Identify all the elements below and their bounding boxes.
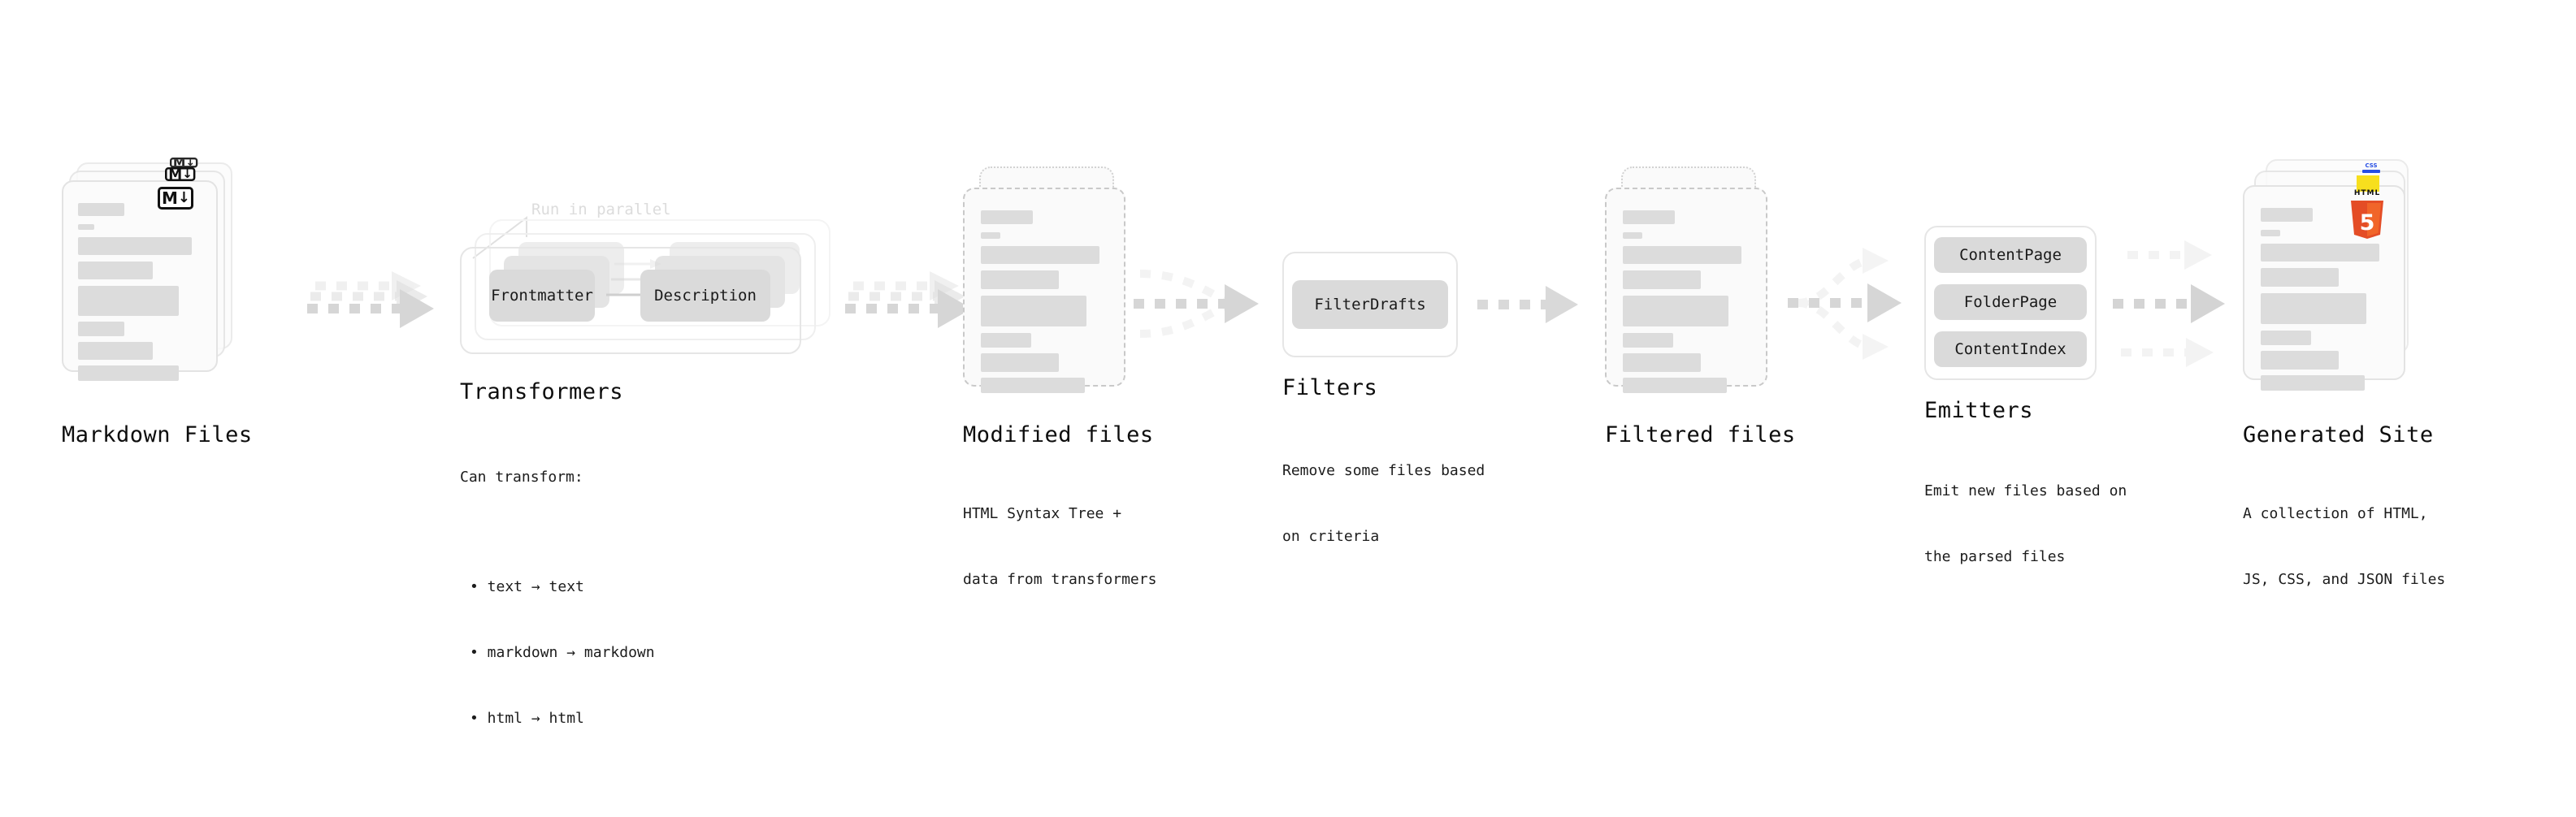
generated-site-subtitle: A collection of HTML, JS, CSS, and JSON … xyxy=(2243,459,2445,634)
transform-item-text: • text → text xyxy=(470,578,584,595)
arrow-modified-to-filters xyxy=(1134,270,1259,338)
markdown-badge-letter-front: M xyxy=(162,188,178,208)
filtered-files-title: Filtered files xyxy=(1605,422,1796,447)
transformers-subtitle-heading: Can transform: xyxy=(460,469,583,486)
emitters-chip-contentpage[interactable]: ContentPage xyxy=(1934,237,2087,273)
html5-badge: HTML 5 xyxy=(2344,190,2390,240)
markdown-badge-letter: M xyxy=(172,158,186,168)
markdown-badge-mid: M↓ xyxy=(165,167,196,181)
markdown-badge-letter-mid: M xyxy=(168,167,182,181)
transformers-title: Transformers xyxy=(460,379,624,404)
emitters-chip-contentindex[interactable]: ContentIndex xyxy=(1934,331,2087,367)
generated-site-subtitle-line-1: A collection of HTML, xyxy=(2243,505,2428,522)
transformer-box-mid xyxy=(475,233,816,340)
arrow-md-to-transformers xyxy=(307,271,434,328)
arrow-filtered-to-emitters xyxy=(1788,248,1902,360)
emitters-subtitle-line-2: the parsed files xyxy=(1924,548,2066,565)
svg-text:5: 5 xyxy=(2360,210,2375,236)
transformer-chip-description[interactable]: Description xyxy=(640,270,770,322)
markdown-card-front xyxy=(62,180,218,381)
transform-item-markdown: • markdown → markdown xyxy=(470,644,655,661)
filters-subtitle: Remove some files based on criteria xyxy=(1282,416,1485,591)
markdown-badge-arrow-mid: ↓ xyxy=(182,167,193,181)
filters-subtitle-line-1: Remove some files based xyxy=(1282,462,1485,479)
emitters-title: Emitters xyxy=(1924,398,2034,423)
arrow-transformers-to-modified xyxy=(845,271,972,328)
markdown-badge-back: M↓ xyxy=(170,158,198,168)
modified-card-front xyxy=(963,188,1125,393)
generated-site-card-stack: CSS HTML 5 xyxy=(2243,159,2422,395)
arrow-emitters-to-site xyxy=(2113,240,2225,367)
transformer-chip-frontmatter[interactable]: Frontmatter xyxy=(489,270,595,322)
emitters-group-box xyxy=(1924,226,2097,380)
run-in-parallel-label: Run in parallel xyxy=(531,201,671,218)
markdown-badge-arrow-front: ↓ xyxy=(177,189,190,206)
html5-badge-wordmark: HTML xyxy=(2353,189,2381,197)
modified-files-title: Modified files xyxy=(963,422,1154,447)
emitters-subtitle-line-1: Emit new files based on xyxy=(1924,482,2127,499)
transformer-box-front xyxy=(460,247,801,354)
filtered-card-front xyxy=(1605,188,1767,393)
filtered-files-card-stack xyxy=(1605,166,1784,394)
modified-files-subtitle: HTML Syntax Tree + data from transformer… xyxy=(963,459,1156,634)
modified-files-subtitle-line-1: HTML Syntax Tree + xyxy=(963,505,1122,522)
emitters-chip-folderpage[interactable]: FolderPage xyxy=(1934,284,2087,320)
modified-files-card-stack xyxy=(963,166,1142,394)
filters-group-box xyxy=(1282,252,1458,357)
filters-title: Filters xyxy=(1282,375,1378,400)
arrow-filters-to-filtered xyxy=(1477,286,1578,323)
transform-item-html: • html → html xyxy=(470,710,584,727)
generated-skeleton-lines xyxy=(2244,187,2404,391)
emitters-subtitle: Emit new files based on the parsed files xyxy=(1924,436,2127,612)
markdown-files-title: Markdown Files xyxy=(62,422,253,447)
filters-chip-filterdrafts[interactable]: FilterDrafts xyxy=(1292,280,1448,329)
transformers-group: Frontmatter Description xyxy=(460,219,842,365)
filtered-skeleton-lines xyxy=(1607,189,1766,393)
run-in-parallel-leader xyxy=(472,215,527,259)
transformers-transform-list: • text → text • markdown → markdown • ht… xyxy=(460,532,655,773)
generated-site-title: Generated Site xyxy=(2243,422,2434,447)
markdown-badge-arrow: ↓ xyxy=(185,158,195,168)
css3-badge: CSS xyxy=(2362,163,2380,173)
js-badge xyxy=(2357,175,2379,192)
diagram-canvas: M↓ M↓ M↓ Markdown Files Run in parallel xyxy=(62,158,2445,727)
markdown-files-card-stack: M↓ M↓ M↓ xyxy=(62,158,232,382)
modified-files-subtitle-line-2: data from transformers xyxy=(963,571,1157,588)
markdown-badge-front: M↓ xyxy=(158,187,193,210)
filters-subtitle-line-2: on criteria xyxy=(1282,528,1380,545)
generated-site-subtitle-line-2: JS, CSS, and JSON files xyxy=(2243,571,2446,588)
modified-skeleton-lines xyxy=(965,189,1124,393)
transformers-subtitle: Can transform: • text → text • markdown … xyxy=(460,422,655,817)
markdown-skeleton-lines xyxy=(63,182,216,381)
